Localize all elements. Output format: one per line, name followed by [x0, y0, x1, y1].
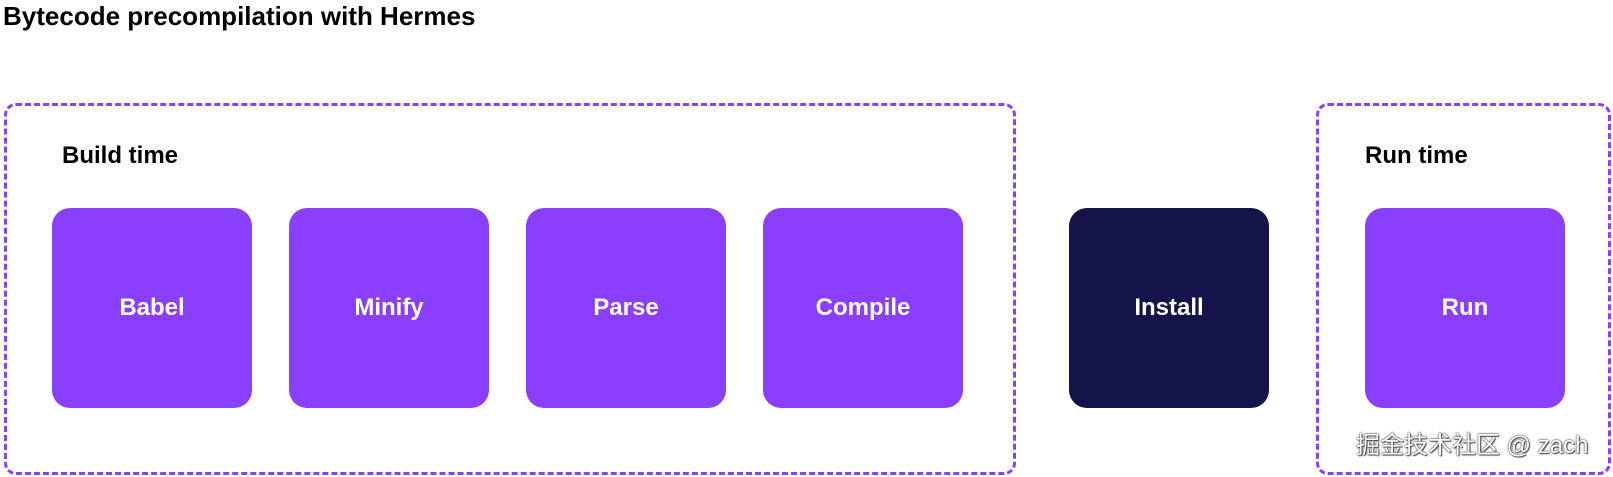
build-time-group	[4, 103, 1016, 475]
run-time-label: Run time	[1365, 142, 1468, 169]
step-minify: Minify	[289, 208, 489, 408]
run-time-group	[1316, 103, 1611, 475]
step-compile: Compile	[763, 208, 963, 408]
step-install: Install	[1069, 208, 1269, 408]
step-babel: Babel	[52, 208, 252, 408]
build-time-label: Build time	[62, 142, 179, 169]
watermark-text: 掘金技术社区 @ zach	[1356, 432, 1589, 459]
diagram-title: Bytecode precompilation with Hermes	[3, 1, 476, 31]
step-parse: Parse	[526, 208, 726, 408]
step-run: Run	[1365, 208, 1565, 408]
